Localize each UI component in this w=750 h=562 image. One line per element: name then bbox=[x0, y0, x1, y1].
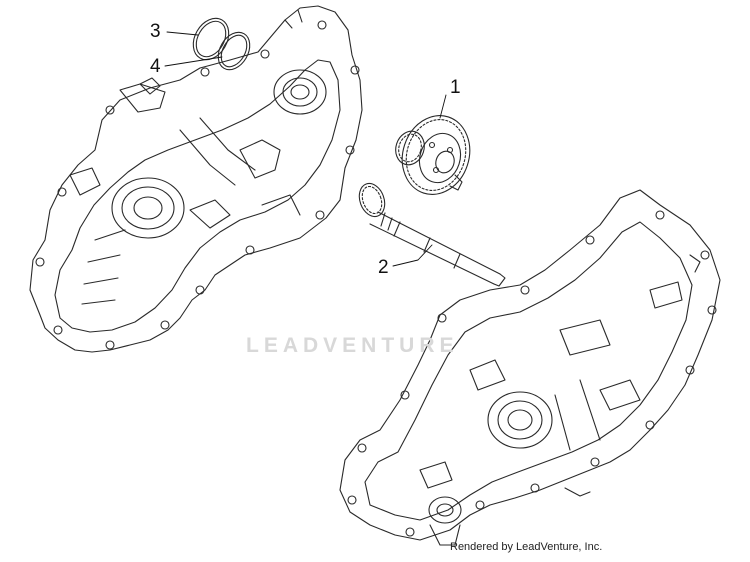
callout-2: 2 bbox=[378, 257, 389, 278]
leader-lines bbox=[164, 31, 447, 267]
callout-4: 4 bbox=[150, 56, 161, 77]
gear-part-1 bbox=[395, 115, 471, 195]
leader-line-1 bbox=[439, 94, 447, 119]
o-ring-part-3 bbox=[192, 17, 230, 61]
callout-3: 3 bbox=[150, 21, 161, 42]
watermark: LEADVENTURE bbox=[246, 334, 459, 357]
leader-line-4 bbox=[164, 56, 223, 67]
leader-line-2 bbox=[392, 244, 433, 267]
right-crankcase-half bbox=[339, 189, 721, 546]
shaft-part-2 bbox=[358, 182, 506, 287]
left-crankcase-half bbox=[29, 5, 363, 353]
o-ring-part-4 bbox=[217, 31, 251, 71]
leader-line-3 bbox=[166, 31, 199, 36]
credit-text: Rendered by LeadVenture, Inc. bbox=[450, 541, 603, 553]
callout-1: 1 bbox=[450, 77, 461, 98]
